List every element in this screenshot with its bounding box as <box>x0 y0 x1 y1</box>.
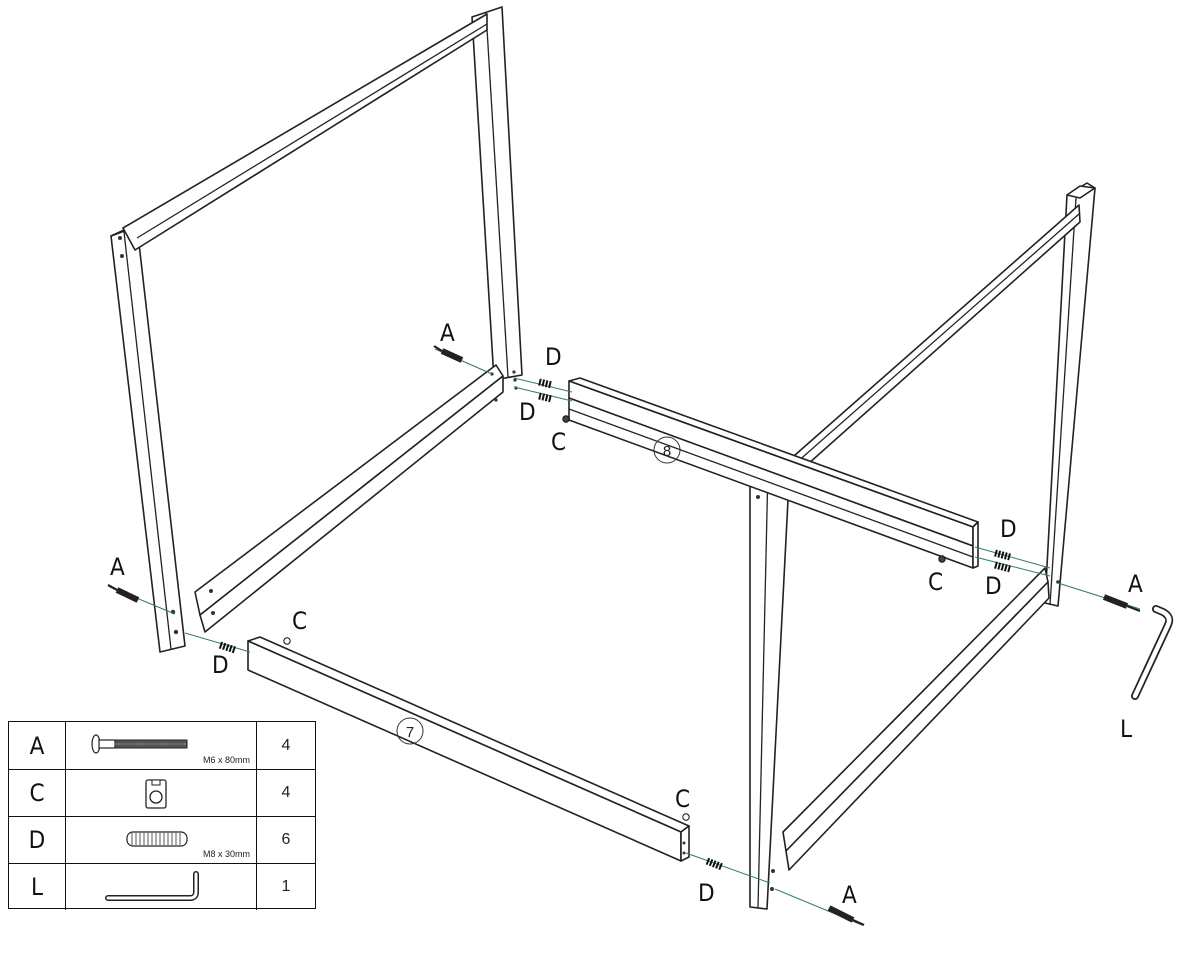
bolt-icon <box>827 905 865 927</box>
parts-row: C 4 <box>9 769 315 816</box>
bolt-icon <box>107 584 140 603</box>
dowel-icon <box>126 831 188 847</box>
part-spec: M6 x 80mm <box>202 755 250 765</box>
parts-table: A M6 x 80mm 4 C 4 D <box>8 721 316 910</box>
parts-row: A M6 x 80mm 4 <box>9 722 315 769</box>
bolt-icon <box>1102 594 1141 613</box>
callout-d: D <box>519 398 536 426</box>
part-code: L <box>9 864 66 910</box>
allen-key-icon <box>105 871 199 901</box>
bolt-icon <box>91 734 188 754</box>
callout-c: C <box>675 785 690 813</box>
part-quantity: 1 <box>281 878 291 895</box>
callout-c: C <box>292 607 307 635</box>
part-quantity: 4 <box>281 736 291 754</box>
rail-8-number: 8 <box>663 443 671 460</box>
callout-d: D <box>212 651 229 679</box>
dowel-icon <box>538 392 553 403</box>
callout-a: A <box>842 881 857 909</box>
callout-labels: A A A A D D D D D D C C C C L <box>110 319 1143 909</box>
callout-d: D <box>985 572 1002 600</box>
part-code: D <box>9 817 66 863</box>
part-code: A <box>9 722 66 769</box>
callout-a: A <box>1128 570 1143 598</box>
barrel-nut-icon <box>682 813 690 821</box>
right-end-frame <box>749 182 1096 910</box>
callout-a: A <box>440 319 455 347</box>
part-code: C <box>9 770 66 816</box>
callout-c: C <box>551 428 566 456</box>
parts-row: L 1 <box>9 863 315 910</box>
rail-7: 7 <box>247 636 690 862</box>
dowel-icon <box>994 561 1011 573</box>
part-spec: M8 x 30mm <box>202 849 250 859</box>
part-quantity: 4 <box>281 784 291 801</box>
barrel-nut-icon <box>283 637 291 645</box>
dowel-icon <box>218 641 237 654</box>
barrel-nut-icon <box>145 779 167 809</box>
left-end-frame <box>110 6 523 653</box>
bolts <box>107 345 1141 927</box>
dowel-icon <box>705 857 724 871</box>
part-quantity: 6 <box>281 831 291 848</box>
part-illustration: M8 x 30mm <box>66 817 257 863</box>
callout-d: D <box>545 343 562 371</box>
rail-8: 8 <box>568 377 979 569</box>
dowel-icon <box>994 549 1011 561</box>
part-illustration <box>66 864 257 910</box>
barrel-nut-icon <box>562 415 570 423</box>
allen-key-icon <box>1131 605 1174 700</box>
dowels <box>218 378 1011 871</box>
parts-row: D M8 x 30mm 6 <box>9 816 315 863</box>
dowel-icon <box>538 378 553 389</box>
part-illustration: M6 x 80mm <box>66 722 257 769</box>
rail-7-number: 7 <box>406 724 414 741</box>
callout-d: D <box>698 879 715 907</box>
barrel-nut-icon <box>938 555 946 563</box>
callout-d: D <box>1000 515 1017 543</box>
bolt-icon <box>433 345 464 363</box>
barrel-nuts <box>283 415 946 821</box>
callout-c: C <box>928 568 943 596</box>
callout-a: A <box>110 553 125 581</box>
part-illustration <box>66 770 257 816</box>
callout-l: L <box>1120 715 1132 743</box>
